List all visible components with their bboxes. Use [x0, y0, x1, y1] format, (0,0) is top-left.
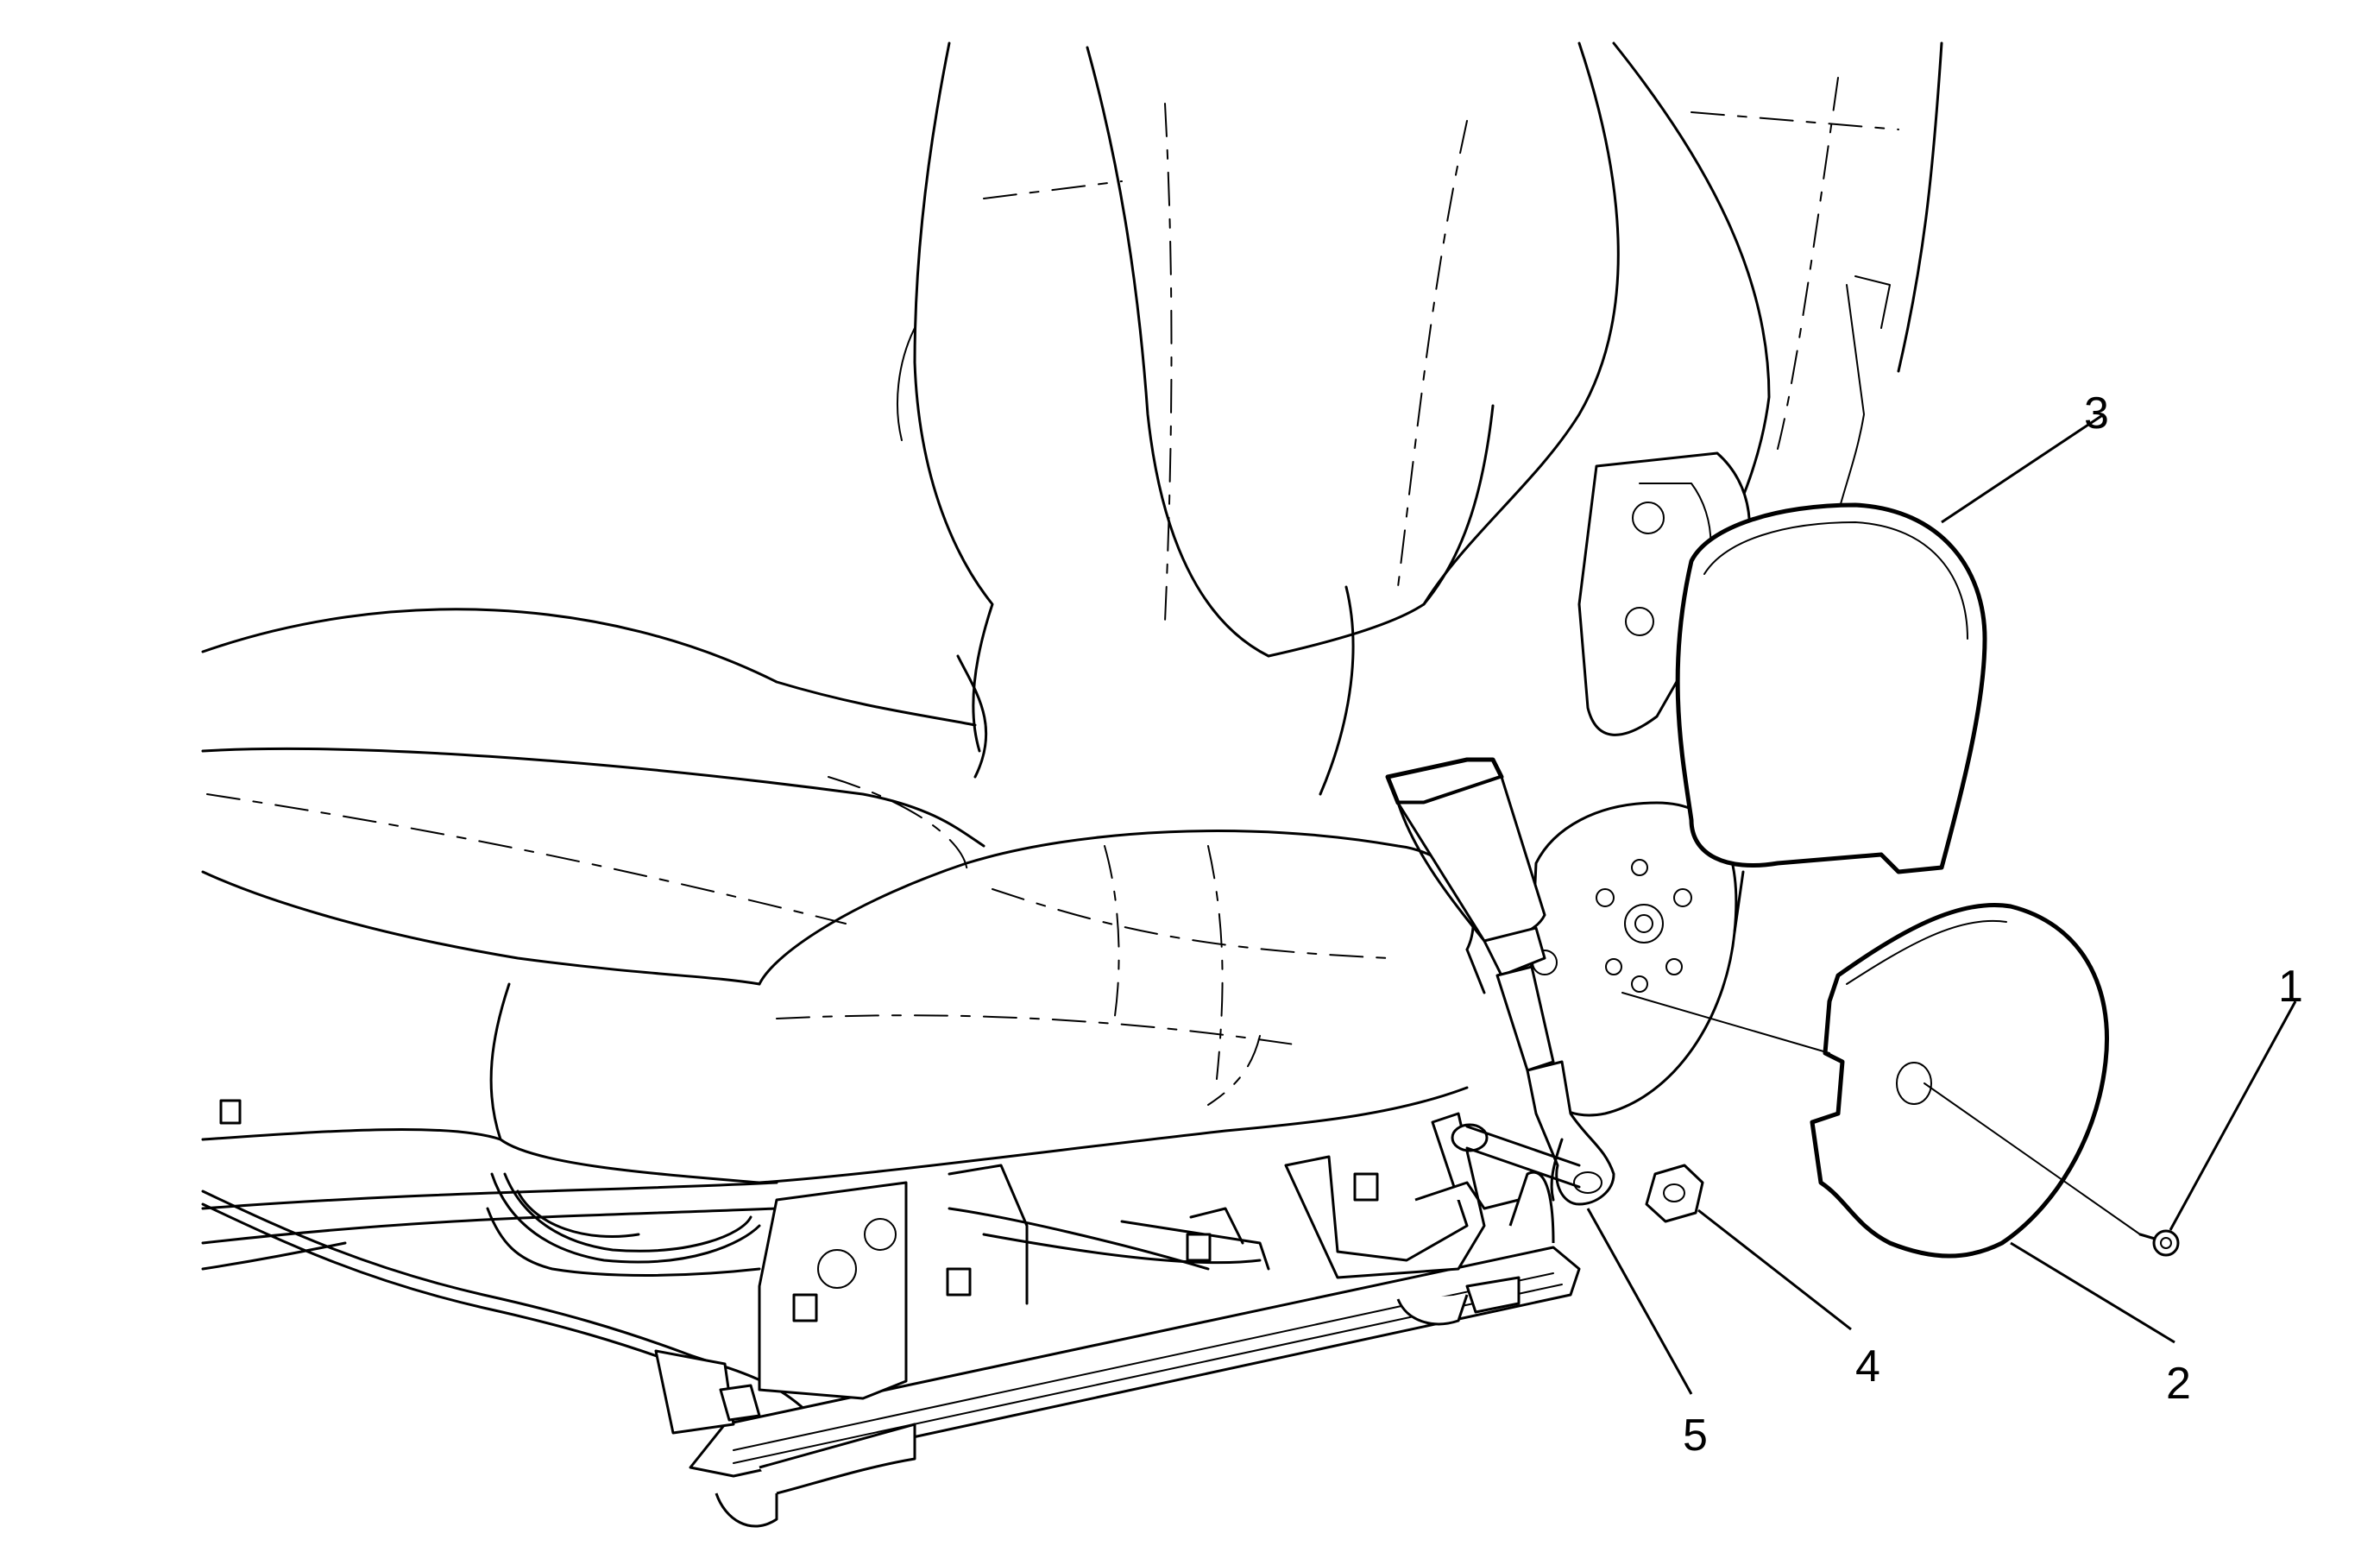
stud-and-nut [1451, 1123, 1704, 1223]
callout-leaders [1586, 413, 2297, 1395]
seat-cushion [201, 608, 1486, 1184]
recliner-cover-lower [1810, 903, 2109, 1259]
seat-belt-buckle [1385, 757, 1615, 1206]
recliner-cover-upper [1675, 502, 1987, 874]
callout-5: 5 [1683, 1410, 1708, 1461]
callout-3: 3 [2084, 388, 2109, 439]
cover-screw [2138, 1229, 2180, 1257]
callout-4: 4 [1855, 1341, 1880, 1391]
callout-1: 1 [2278, 962, 2303, 1012]
seat-frame-and-track [201, 1099, 1581, 1528]
callout-2: 2 [2166, 1359, 2191, 1409]
assembly-centerlines [1621, 992, 2141, 1235]
recliner-mechanism [1526, 451, 1751, 1117]
